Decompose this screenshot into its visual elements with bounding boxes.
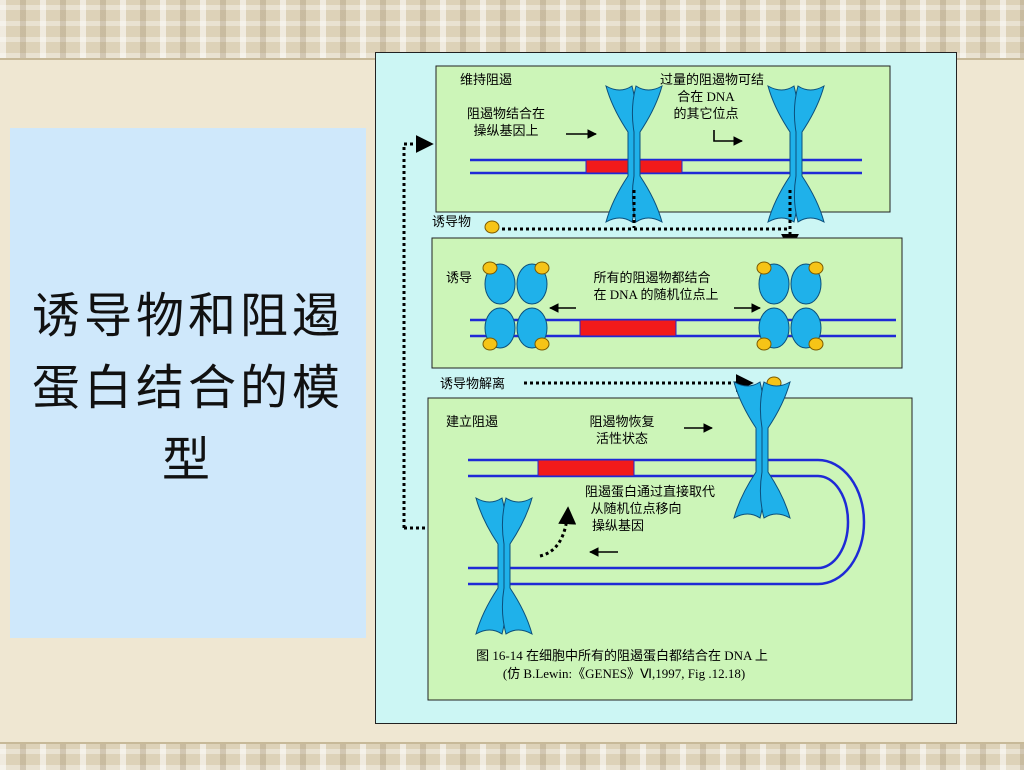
operator-gene <box>537 459 635 477</box>
inducer-molecule <box>484 220 500 234</box>
inducer-release-label: 诱导物解离 <box>440 376 505 391</box>
establish-repression-title: 建立阻遏 <box>446 414 498 429</box>
induction-title: 诱导 <box>446 270 472 285</box>
operator-label: 阻遏物结合在 <box>467 106 545 121</box>
restore-label: 活性状态 <box>596 431 648 446</box>
move-label: 阻遏蛋白通过直接取代 <box>585 484 715 499</box>
move-label: 操纵基因 <box>592 518 644 533</box>
maintain-repression-title: 维持阻遏 <box>460 72 512 87</box>
title-panel <box>10 128 366 638</box>
dna-strand-loop <box>468 458 866 586</box>
excess-label: 的其它位点 <box>673 106 738 121</box>
decorative-bottom-border <box>0 742 1024 770</box>
excess-label: 过量的阻遏物可结 <box>660 72 764 87</box>
all-bound-label: 在 DNA 的随机位点上 <box>594 287 719 302</box>
restore-label: 阻遏物恢复 <box>589 414 654 429</box>
dna-strand-loop <box>468 474 850 570</box>
dotted-curved-arrow <box>539 506 577 558</box>
arrow-bent <box>713 130 743 146</box>
figure-caption: (仿 B.Lewin:《GENES》Ⅵ,1997, Fig .12.18) <box>503 666 745 681</box>
excess-label: 合在 DNA <box>677 89 735 104</box>
operator-label: 操纵基因上 <box>473 123 538 138</box>
induction-box <box>431 237 903 369</box>
decorative-top-border <box>0 0 1024 60</box>
move-label: 从随机位点移向 <box>590 501 681 516</box>
operator-gene <box>579 319 677 337</box>
slide-title: 诱导物和阻遏蛋白结合的模型 <box>31 288 344 488</box>
figure-caption: 图 16-14 在细胞中所有的阻遏蛋白都结合在 DNA 上 <box>476 648 768 663</box>
dotted-feedback-path <box>402 135 434 528</box>
inducer-label: 诱导物 <box>432 214 471 229</box>
all-bound-label: 所有的阻遏物都结合 <box>593 270 710 285</box>
